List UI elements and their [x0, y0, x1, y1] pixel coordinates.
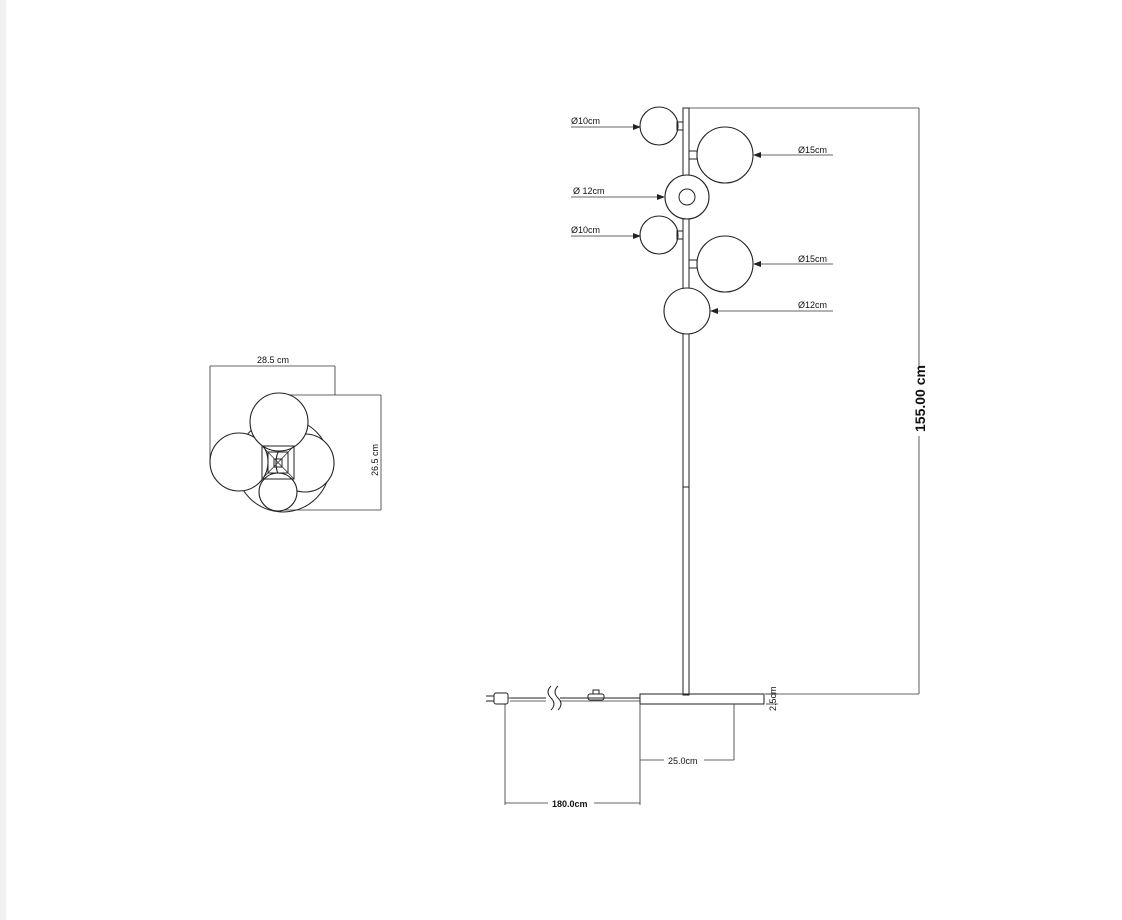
globe-10cm-top — [639, 106, 679, 146]
cable-length-label: 180.0cm — [552, 799, 588, 809]
power-plug — [493, 692, 509, 705]
globe-12cm-front — [664, 174, 710, 220]
globe-12cm-socket — [678, 188, 696, 206]
top-view-hub-diag-b — [261, 445, 295, 480]
cable-break-1 — [547, 685, 555, 711]
base-thickness-label: 2.5cm — [768, 686, 778, 711]
globe-5-label: Ø15cm — [798, 254, 827, 264]
cable-break-2 — [554, 685, 562, 711]
globe-15cm-middle — [696, 235, 754, 293]
lamp-base — [639, 693, 765, 705]
top-view-hub — [261, 445, 295, 480]
globe-10cm-middle — [639, 215, 679, 255]
top-view-width-label: 28.5 cm — [257, 355, 289, 365]
globe-15cm-top — [696, 126, 754, 184]
top-view-hub-inner — [267, 451, 289, 474]
lamp-pole — [682, 107, 690, 696]
globe-4-label: Ø10cm — [571, 225, 600, 235]
globe-1-label: Ø10cm — [571, 116, 600, 126]
page-left-margin — [0, 0, 6, 920]
top-view-globe-top — [249, 392, 309, 452]
inline-switch — [587, 693, 605, 701]
globe-3-label: Ø 12cm — [573, 186, 605, 196]
side-view: Ø10cm Ø15cm Ø 12cm Ø10cm Ø15cm Ø12cm 155… — [486, 106, 928, 809]
socket-5 — [688, 259, 698, 269]
globe-2-label: Ø15cm — [798, 145, 827, 155]
height-label: 155.00 cm — [912, 365, 928, 432]
top-view: 28.5 cm 26.5 cm — [209, 355, 382, 513]
switch-button — [592, 689, 600, 695]
base-width-label: 25.0cm — [668, 756, 698, 766]
globe-6-label: Ø12cm — [798, 300, 827, 310]
top-view-stem — [273, 458, 283, 468]
socket-1 — [676, 121, 684, 131]
globe-12cm-bottom — [663, 287, 711, 335]
top-view-depth-label: 26.5 cm — [370, 444, 380, 476]
socket-2 — [688, 150, 698, 160]
socket-4 — [676, 230, 684, 240]
